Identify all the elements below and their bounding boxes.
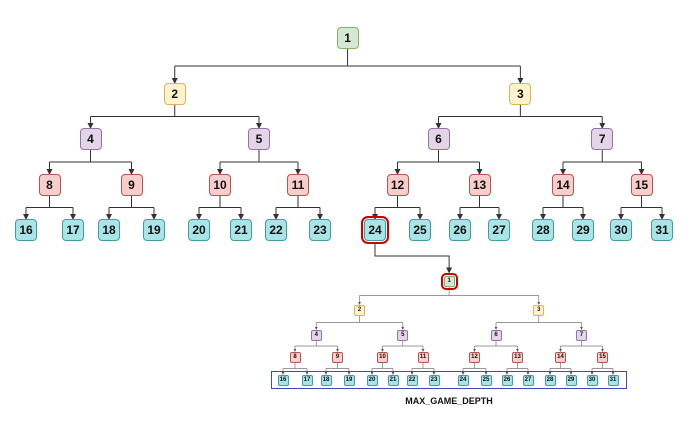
bottom-tree-node-17: 17 bbox=[301, 374, 313, 386]
top-tree-node-26: 26 bbox=[449, 219, 471, 241]
bottom-tree-node-16: 16 bbox=[277, 374, 289, 386]
top-tree-node-30: 30 bbox=[610, 219, 632, 241]
bottom-tree-node-3: 3 bbox=[533, 304, 545, 316]
bottom-tree-node-31: 31 bbox=[607, 374, 619, 386]
bottom-tree-node-1: 1 bbox=[440, 272, 458, 290]
top-tree-node-19: 19 bbox=[143, 219, 165, 241]
top-tree-node-8: 8 bbox=[38, 174, 61, 196]
top-tree-node-9: 9 bbox=[120, 174, 143, 196]
max-depth-label: MAX_GAME_DEPTH bbox=[405, 396, 493, 406]
bottom-tree-node-30: 30 bbox=[586, 374, 598, 386]
top-tree-node-10: 10 bbox=[209, 174, 231, 196]
bottom-tree-node-25: 25 bbox=[480, 374, 492, 386]
top-tree-node-6: 6 bbox=[427, 128, 450, 150]
bottom-tree-node-23: 23 bbox=[428, 374, 440, 386]
bottom-tree-node-19: 19 bbox=[343, 374, 355, 386]
bottom-tree-node-5: 5 bbox=[397, 329, 409, 341]
top-tree-node-13: 13 bbox=[468, 174, 491, 196]
bottom-tree-node-8: 8 bbox=[289, 351, 301, 363]
top-tree-node-15: 15 bbox=[630, 174, 653, 196]
top-tree-node-25: 25 bbox=[409, 219, 431, 241]
subtree-connector bbox=[374, 244, 453, 274]
top-tree-node-14: 14 bbox=[552, 174, 574, 196]
top-tree-node-12: 12 bbox=[386, 174, 409, 196]
top-tree-node-31: 31 bbox=[651, 219, 673, 241]
top-tree-node-22: 22 bbox=[265, 219, 287, 241]
bottom-tree-node-28: 28 bbox=[544, 374, 556, 386]
bottom-tree-node-7: 7 bbox=[576, 329, 587, 341]
bottom-tree-node-6: 6 bbox=[490, 329, 502, 341]
bottom-tree-node-24: 24 bbox=[457, 374, 469, 386]
bottom-tree-node-2: 2 bbox=[354, 304, 365, 316]
top-tree-node-5: 5 bbox=[248, 128, 270, 150]
bottom-tree-node-10: 10 bbox=[377, 351, 388, 363]
top-tree-node-1: 1 bbox=[336, 27, 359, 49]
top-tree-node-21: 21 bbox=[230, 219, 252, 241]
top-tree-node-2: 2 bbox=[163, 83, 186, 105]
top-tree-node-28: 28 bbox=[532, 219, 554, 241]
top-tree-node-18: 18 bbox=[98, 219, 120, 241]
top-tree-node-29: 29 bbox=[572, 219, 594, 241]
bottom-tree-node-15: 15 bbox=[597, 351, 608, 363]
top-tree-node-11: 11 bbox=[287, 174, 309, 196]
top-tree-node-4: 4 bbox=[79, 128, 102, 150]
top-tree-node-17: 17 bbox=[62, 219, 84, 241]
bottom-tree-node-14: 14 bbox=[555, 351, 566, 363]
bottom-tree-node-22: 22 bbox=[406, 374, 418, 386]
top-tree-node-24: 24 bbox=[361, 216, 389, 244]
bottom-tree-node-12: 12 bbox=[469, 351, 480, 363]
bottom-tree-node-9: 9 bbox=[332, 351, 343, 363]
bottom-tree-node-27: 27 bbox=[522, 374, 534, 386]
top-tree-node-23: 23 bbox=[309, 219, 331, 241]
bottom-tree-node-21: 21 bbox=[387, 374, 399, 386]
bottom-tree-node-20: 20 bbox=[366, 374, 378, 386]
bottom-tree-node-13: 13 bbox=[512, 351, 523, 363]
bottom-tree-node-11: 11 bbox=[417, 351, 429, 363]
bottom-tree-node-26: 26 bbox=[501, 374, 513, 386]
max-depth-box bbox=[271, 371, 627, 389]
top-tree-edges bbox=[23, 49, 665, 220]
top-tree-node-20: 20 bbox=[188, 219, 210, 241]
bottom-tree-node-29: 29 bbox=[565, 374, 577, 386]
top-tree-node-3: 3 bbox=[509, 83, 532, 105]
top-tree-node-27: 27 bbox=[488, 219, 510, 241]
top-tree-node-16: 16 bbox=[15, 219, 37, 241]
top-tree-node-7: 7 bbox=[591, 128, 614, 150]
bottom-tree-node-4: 4 bbox=[310, 329, 322, 341]
bottom-tree-node-18: 18 bbox=[320, 374, 332, 386]
